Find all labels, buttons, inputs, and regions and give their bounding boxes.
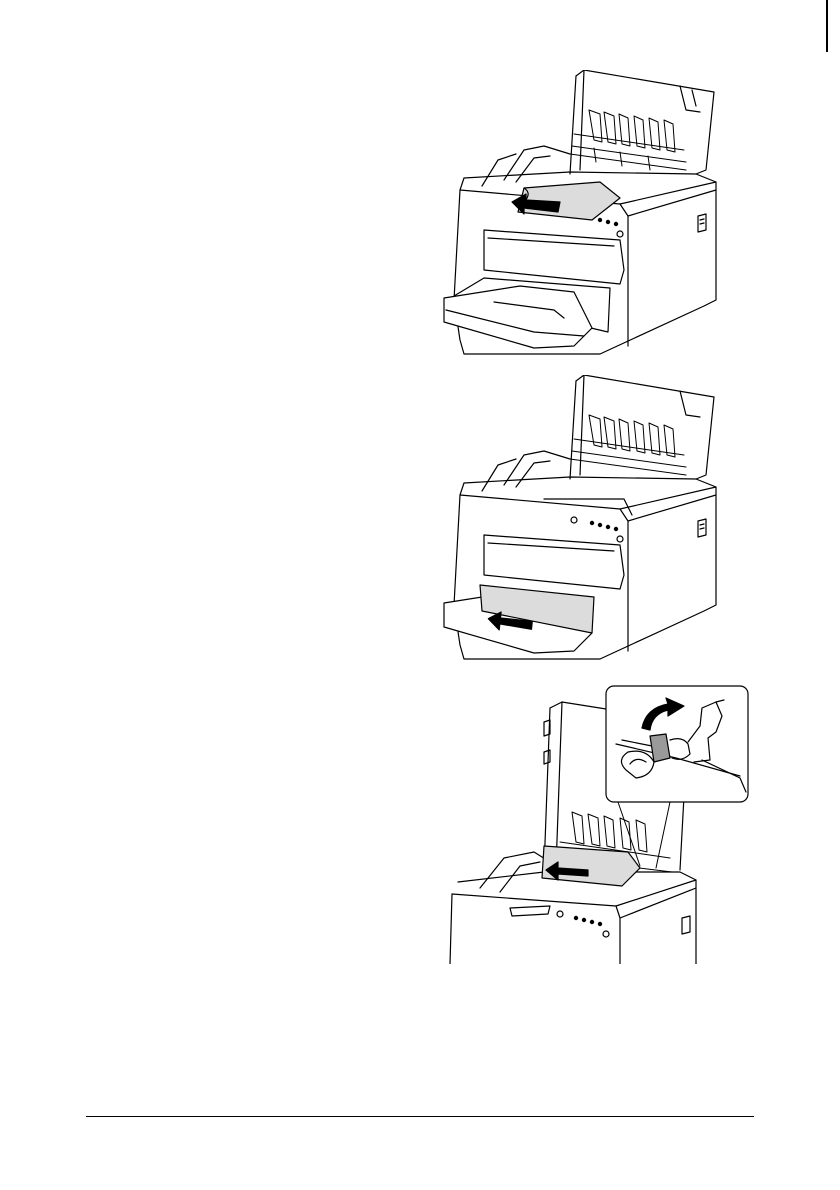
remove-paper-front-tray-illustration [424, 375, 730, 660]
page-edge-mark [826, 0, 828, 52]
footer-rule [86, 1116, 754, 1117]
release-lever-remove-paper-illustration [440, 682, 752, 964]
remove-paper-top-illustration [424, 70, 730, 355]
